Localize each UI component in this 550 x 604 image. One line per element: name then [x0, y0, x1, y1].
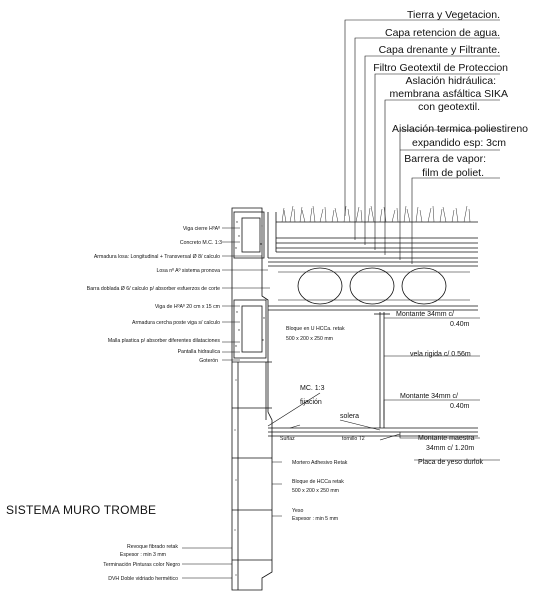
label-bloque-hcca-2: 500 x 200 x 250 mm [292, 488, 339, 494]
grass-vegetation [281, 205, 471, 223]
label-vela-rigida: vela rigida c/ 0.56m [410, 351, 471, 358]
labels-left: Viga cierre HºAº Concreto M.C. 1:3 Armad… [87, 226, 222, 364]
label-losa-pronova: Losa nº Aº sistema pronova [157, 268, 221, 274]
label-con-geotextil: con geotextil. [418, 101, 480, 113]
label-barra-doblada: Barra doblada Ø 6/ calculo p/ absorber e… [87, 286, 220, 292]
label-yeso: Yeso [292, 508, 303, 514]
label-sunaz: Suñaz [280, 436, 295, 442]
label-placa-yeso: Placa de yeso durlok [418, 459, 483, 466]
label-membrana-asfaltica: membrana asfáltica SIKA [390, 88, 508, 100]
label-armadura-cercha: Armadura cercha poste viga s/ calculo [132, 320, 220, 326]
label-revoque: Revoque fibrado retak [127, 544, 178, 550]
roof-slab [267, 212, 478, 311]
labels-mid: Bloque en U HCCa. retak 500 x 200 x 250 … [103, 311, 483, 582]
label-aislacion-termica: Aislación termica poliestireno [392, 123, 528, 135]
leader-lines-left [182, 227, 282, 579]
label-tierra: Tierra y Vegetacion. [407, 9, 500, 21]
drawing-title: SISTEMA MURO TROMBE [6, 503, 156, 517]
label-mc: MC. 1:3 [300, 385, 325, 392]
leader-lines-right [267, 19, 500, 461]
label-revoque-espesor: Espesor : min 3 mm [120, 552, 166, 558]
label-capa-retencion: Capa retencion de agua. [385, 27, 500, 39]
label-tornillo: tornillo T2 [342, 436, 365, 442]
label-mortero: Mortero Adhesivo Retak [292, 460, 348, 466]
label-montante-2a: Montante 34mm c/ [400, 393, 458, 400]
label-malla-plastica: Malla plastica p/ absorber diferentes di… [108, 338, 221, 344]
label-expandido: expandido esp: 3cm [412, 137, 506, 149]
label-montante-1a: Montante 34mm c/ [396, 311, 454, 318]
label-dvh: DVH Doble vidriado hermético [108, 576, 178, 582]
label-barrera-vapor: Barrera de vapor: [404, 153, 486, 165]
label-armadura-losa: Armadura losa: Longitudinal + Transversa… [94, 254, 220, 260]
label-viga-cierre: Viga cierre HºAº [183, 226, 220, 232]
label-bloque-u-1: Bloque en U HCCa. retak [286, 326, 345, 332]
label-pantalla-hidraulica: Pantalla hidraulica [178, 349, 221, 355]
label-aslacion-hidraulica: Aslación hidráulica: [406, 75, 496, 87]
label-yeso-espesor: Espesor : min 5 mm [292, 516, 338, 522]
label-capa-drenante: Capa drenante y Filtrante. [379, 44, 500, 56]
wall-structure [231, 207, 273, 591]
label-fijacion: fijación [300, 399, 322, 406]
label-bloque-u-2: 500 x 200 x 250 mm [286, 336, 333, 342]
label-filtro-geotextil: Filtro Geotextil de Proteccion [373, 62, 508, 74]
label-montante-maestra-a: Montante maestra [418, 435, 475, 442]
label-montante-1b: 0.40m [450, 321, 470, 328]
label-goteron: Goterón [199, 358, 218, 364]
concrete-hatch [234, 221, 265, 576]
label-montante-maestra-b: 34mm c/ 1.20m [426, 445, 474, 452]
label-viga-hormigon: Viga de HºAº 20 cm x 15 cm [155, 304, 220, 310]
label-bloque-hcca-1: Bloque de HCCa retak [292, 479, 344, 485]
label-film-poliet: film de poliet. [422, 167, 484, 179]
label-terminacion: Terminación Pinturas color Negro [103, 562, 180, 568]
label-concreto: Concreto M.C. 1:3 [180, 240, 222, 246]
labels-right: Tierra y Vegetacion. Capa retencion de a… [373, 9, 528, 179]
label-montante-2b: 0.40m [450, 403, 470, 410]
label-solera: solera [340, 413, 359, 420]
